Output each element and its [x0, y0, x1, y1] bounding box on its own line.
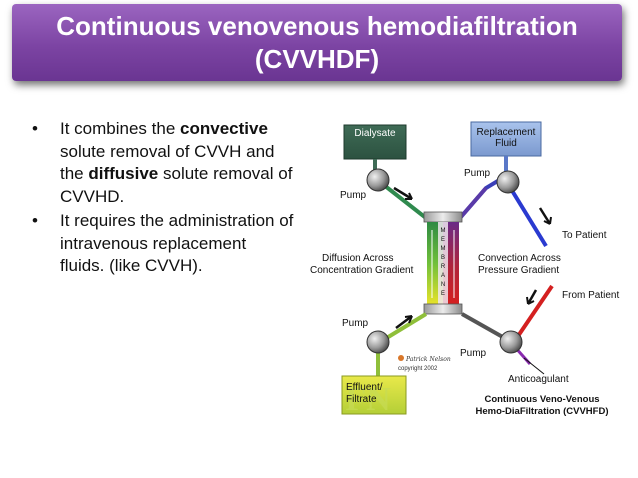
flow-arrow-icon [538, 207, 552, 225]
effluent-pump-icon [366, 330, 390, 354]
dialysate-pump-icon [366, 168, 390, 192]
effluent-watermark: FN [345, 381, 391, 418]
bullet-text: It combines the [60, 119, 181, 138]
diffusion-label-line1: Diffusion Across [322, 253, 394, 264]
bullet-list: • It combines the convective solute remo… [32, 118, 294, 280]
blood-inlet-tube [512, 284, 554, 344]
anticoagulant-label: Anticoagulant [508, 374, 569, 385]
effluent-label-line2: Filtrate [346, 394, 377, 405]
membrane-letter: M [441, 246, 446, 252]
diffusion-label-line2: Concentration Gradient [310, 265, 414, 276]
caption-line1: Continuous Veno-Venous [484, 394, 599, 405]
bullet-dot: • [32, 119, 38, 138]
to-patient-label: To Patient [562, 230, 607, 241]
effluent-pump-label: Pump [342, 318, 369, 329]
bullet-bold: convective [180, 119, 268, 138]
membrane-letter: N [441, 282, 445, 288]
cvvhdf-diagram: Dialysate Replacement Fluid Pump Pump To… [308, 118, 626, 418]
title-line-1: Continuous venovenous hemodiafiltration [56, 10, 578, 41]
bullet-dot: • [32, 211, 38, 230]
replacement-fluid-bag [470, 121, 542, 157]
membrane-letter: B [441, 255, 445, 261]
dialysate-label: Dialysate [354, 128, 396, 139]
flow-arrowhead-icon [405, 192, 413, 200]
bullet-item: • It requires the administration of intr… [32, 210, 294, 278]
blood-pump-label: Pump [460, 348, 487, 359]
flow-arrow-icon [395, 315, 413, 329]
bullet-bold: diffusive [88, 164, 159, 183]
replacement-pump-label: Pump [464, 168, 491, 179]
convection-label-line1: Convection Across [478, 253, 561, 264]
replacement-label-line2: Fluid [495, 138, 517, 149]
effluent-bag [341, 375, 407, 415]
convection-label-line2: Pressure Gradient [478, 265, 559, 276]
bullet-text: It requires the administration of intrav… [60, 211, 294, 275]
logo-icon [398, 355, 404, 361]
flow-arrowhead-icon [526, 296, 535, 305]
flow-arrowhead-icon [543, 216, 552, 225]
effluent-label-line1: Effluent/ [346, 382, 383, 393]
blood-pump-icon [499, 330, 523, 354]
filter-bottom-cap [423, 303, 463, 315]
return-line-upper [458, 186, 488, 220]
membrane-letter: M [441, 228, 446, 234]
blood-to-filter-tube [461, 312, 509, 342]
dialysate-bag [343, 124, 407, 160]
flow-arrow-icon [393, 186, 413, 201]
copyright-label: copyright 2002 [398, 366, 438, 372]
membrane-letter: E [441, 291, 445, 297]
bullet-text: solute removal of CVVHD. [60, 164, 293, 206]
dialysate-pump-label: Pump [340, 190, 367, 201]
dialysate-to-filter-tube [378, 180, 428, 220]
replacement-to-patient-tube [506, 182, 548, 248]
membrane-letter: E [441, 237, 445, 243]
filter-top-cap [423, 211, 463, 223]
membrane-letters: M E M B R A N E [441, 228, 446, 297]
caption-line2: Hemo-DiaFiltration (CVVHFD) [476, 406, 609, 417]
anticoagulant-arrow-icon [523, 357, 545, 375]
membrane-letter: R [441, 264, 446, 270]
replacement-pump-icon [496, 170, 520, 194]
flow-arrowhead-icon [404, 315, 413, 324]
membrane-letter: A [441, 273, 445, 279]
title-line-2: (CVVHDF) [254, 43, 380, 74]
from-patient-label: From Patient [562, 290, 619, 301]
bullet-text: solute removal of CVVH and the [60, 141, 275, 184]
signature: Patrick Nelson [405, 356, 451, 363]
replacement-label-line1: Replacement [477, 127, 536, 138]
diagram-svg: Dialysate Replacement Fluid Pump Pump To… [310, 121, 619, 418]
bullet-item: • It combines the convective solute remo… [32, 118, 294, 208]
flow-arrow-icon [526, 289, 538, 305]
membrane [438, 222, 448, 304]
slide-title: Continuous venovenous hemodiafiltration … [12, 4, 622, 81]
